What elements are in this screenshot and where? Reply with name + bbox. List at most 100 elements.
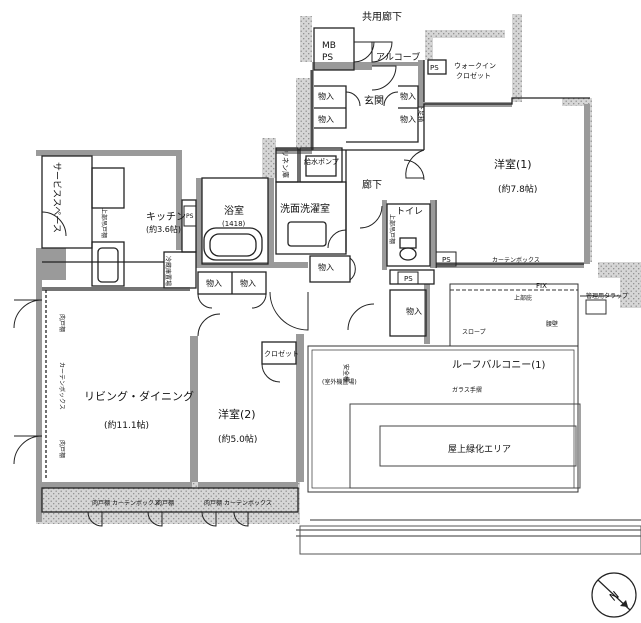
label-storage-a: 物入	[318, 91, 334, 101]
compass-n-label: N	[607, 589, 622, 604]
wall-room2-right	[296, 334, 304, 482]
label-walkin1: ウォークイン	[454, 62, 496, 70]
door-west2	[13, 435, 43, 465]
label-washroom: 洗面洗濯室	[280, 202, 330, 215]
label-water: 給水ポンプ	[304, 157, 339, 166]
label-western1: 洋室(1)	[494, 157, 532, 171]
label-linen: リネン庫	[281, 150, 290, 178]
label-western2: 洋室(2)	[218, 407, 256, 421]
label-ps-toilet2: PS	[404, 275, 413, 283]
wall-bath-left	[196, 178, 202, 262]
wall-room1-right	[584, 104, 590, 264]
wall-kitchen-left	[176, 150, 182, 250]
label-storage-h: 物入	[406, 306, 422, 316]
door-west1	[13, 299, 43, 329]
label-bottom-1: 肉戸棚	[92, 499, 110, 507]
label-alcove: アルコーブ	[376, 51, 420, 63]
label-kitchen: キッチン	[146, 211, 186, 223]
structural-walls	[36, 60, 590, 522]
label-storage-e: 物入	[206, 278, 222, 288]
door-storage2	[383, 91, 399, 107]
wall-bottom-top2	[198, 482, 298, 488]
entry-hatch	[296, 78, 310, 152]
label-eave: 上部庇	[514, 294, 532, 302]
label-ps-kitchen: PS	[186, 213, 194, 220]
label-bottom-4: 肉戸棚	[204, 499, 222, 507]
partitions	[41, 27, 590, 513]
label-corridor: 共用廊下	[362, 10, 402, 23]
wall-main-left	[36, 262, 42, 522]
wall-entry-right	[418, 60, 424, 108]
label-closet: クロゼット	[264, 349, 299, 358]
doors	[13, 41, 425, 527]
door-toilet	[359, 205, 383, 229]
wall-balcony-top	[436, 262, 584, 268]
wall-service-bottom	[36, 248, 66, 280]
door-closet	[261, 363, 281, 383]
door-entrance	[371, 65, 397, 91]
label-shoe: 下足箱	[417, 104, 425, 122]
label-upper-cabinet: 上部吊戸棚	[388, 214, 396, 244]
right-hatch	[598, 262, 641, 308]
label-western2-area: (約5.0帖)	[218, 433, 257, 445]
ps-boxes	[183, 205, 457, 285]
label-west-shelf1: 肉戸棚	[58, 314, 66, 332]
label-bath: 浴室	[224, 204, 244, 217]
corridor-hatch-right	[512, 14, 522, 102]
label-bottom-3: 肉戸棚	[156, 499, 174, 507]
door-washroom	[327, 229, 347, 249]
label-storage-g: 物入	[318, 262, 334, 272]
room-labels: 共用廊下 MB PS アルコーブ PS ウォークイン クロゼット 物入 物入 物…	[51, 10, 628, 507]
north-compass-icon: N	[591, 572, 637, 618]
wall-kitchen-top	[276, 148, 312, 154]
label-fix: FIX	[536, 282, 547, 290]
label-stair: スロープ	[462, 329, 486, 336]
label-west-shelf2: 肉戸棚	[58, 440, 66, 458]
label-storage-f: 物入	[240, 278, 256, 288]
corridor-hatch-left	[300, 16, 312, 62]
door-room1	[405, 149, 425, 179]
wall-mid-horizontal	[196, 262, 308, 268]
wall-toilet-left	[382, 200, 387, 270]
bath-hatch	[262, 138, 276, 178]
door-bottom2	[147, 511, 163, 527]
wall-toilet-right	[430, 200, 435, 268]
label-ps: PS	[322, 53, 333, 63]
label-entrance: 玄関	[364, 94, 384, 107]
label-storage-c: 物入	[400, 91, 416, 101]
label-hallway: 廊下	[362, 178, 382, 191]
label-roof-balcony: ルーフバルコニー(1)	[452, 359, 545, 371]
label-ps-small: PS	[430, 64, 439, 72]
label-fridge: 冷蔵庫置場	[164, 256, 172, 286]
door-hall	[403, 159, 425, 181]
label-upper-shelf: 上部吊戸棚	[100, 208, 108, 238]
hatched-walls	[36, 14, 641, 524]
door-mbps	[353, 41, 375, 63]
label-western1-area: (約7.8帖)	[498, 183, 537, 195]
label-safety-fence: 安全柵	[342, 364, 350, 382]
label-storage-d: 物入	[400, 114, 416, 124]
balcony	[296, 283, 641, 555]
wall-top-mid	[372, 62, 420, 66]
wall-bath-right	[268, 178, 274, 268]
label-ps-toilet1: PS	[442, 256, 451, 264]
label-mb: MB	[322, 41, 336, 51]
wall-living-split	[190, 336, 198, 482]
door-storage5	[251, 293, 267, 309]
label-ac-trap: 管理用タラップ	[586, 292, 628, 300]
door-alcove	[371, 41, 393, 63]
door-storage4	[197, 293, 213, 309]
label-curtain-box: カーテンボックス	[492, 256, 540, 264]
label-walkin2: クロゼット	[456, 71, 491, 80]
label-toilet: トイレ	[396, 207, 423, 217]
label-west-curtain: カーテンボックス	[58, 362, 66, 410]
label-living-area: (約11.1帖)	[104, 419, 149, 431]
label-handrail: ガラス手摺	[452, 386, 482, 394]
door-storage3	[349, 257, 356, 281]
label-service: サービススペース	[51, 162, 62, 233]
wall-top-left	[312, 62, 372, 70]
door-storage1	[345, 91, 361, 107]
door-room2	[197, 313, 221, 337]
